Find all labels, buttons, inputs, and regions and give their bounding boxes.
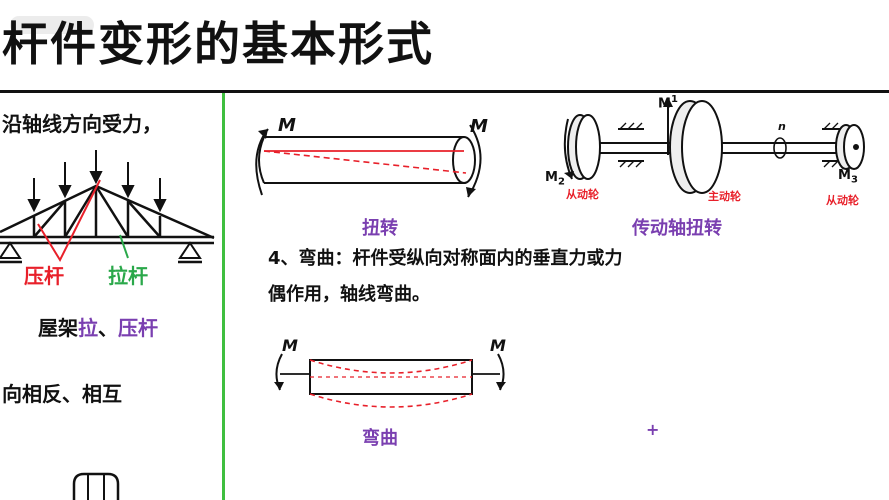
compression-member-label: 压杆 <box>24 264 64 288</box>
caption-tension: 拉 <box>78 316 98 340</box>
caption-prefix: 屋架 <box>38 316 78 340</box>
bending-moment-left: M <box>282 336 298 355</box>
tension-member-label: 拉杆 <box>108 264 148 288</box>
shaft-caption: 传动轴扭转 <box>632 218 722 239</box>
roof-truss-caption: 屋架拉、压杆 <box>38 312 158 341</box>
shear-text: 向相反、相互 <box>2 382 122 406</box>
bending-heading-line1: 4、弯曲：杆件受纵向对称面内的垂直力或力 <box>268 248 623 269</box>
caption-separator: 、 <box>98 316 118 340</box>
driven-wheel-right-label: 从动轮 <box>826 194 859 207</box>
m1-symbol: M <box>658 96 671 112</box>
m3-subscript: 3 <box>850 174 858 186</box>
bending-moment-right: M <box>490 336 506 355</box>
shaft-m2-label: M2 <box>545 170 565 188</box>
torsion-bar-diagram <box>255 124 482 198</box>
watermark-logo <box>10 16 94 34</box>
shaft-m1-label: M1 <box>658 94 678 111</box>
torsion-moment-left: M <box>278 115 296 136</box>
m2-symbol: M <box>545 170 558 185</box>
m3-symbol: M <box>838 168 851 183</box>
transmission-shaft-diagram <box>563 97 865 194</box>
m1-subscript: 1 <box>670 94 678 105</box>
driven-wheel-left-label: 从动轮 <box>566 188 599 201</box>
page-title: 杆件变形的基本形式 <box>2 17 434 71</box>
m2-subscript: 2 <box>557 176 565 188</box>
stray-mark: + <box>646 420 660 439</box>
column-divider <box>222 93 225 500</box>
axial-force-text: 沿轴线方向受力， <box>2 112 162 136</box>
bending-caption: 弯曲 <box>362 428 398 449</box>
shaft-m3-label: M3 <box>838 168 858 186</box>
bolt-nut-diagram <box>72 472 120 500</box>
caption-compression: 压杆 <box>118 316 158 340</box>
driving-wheel-label: 主动轮 <box>708 190 741 203</box>
truss-diagram <box>0 150 215 264</box>
torsion-caption: 扭转 <box>362 218 398 239</box>
shaft-n-label: n <box>778 120 786 133</box>
bending-heading-line2: 偶作用，轴线弯曲。 <box>268 284 430 305</box>
bending-beam-diagram <box>274 353 506 408</box>
title-underline <box>0 90 889 93</box>
